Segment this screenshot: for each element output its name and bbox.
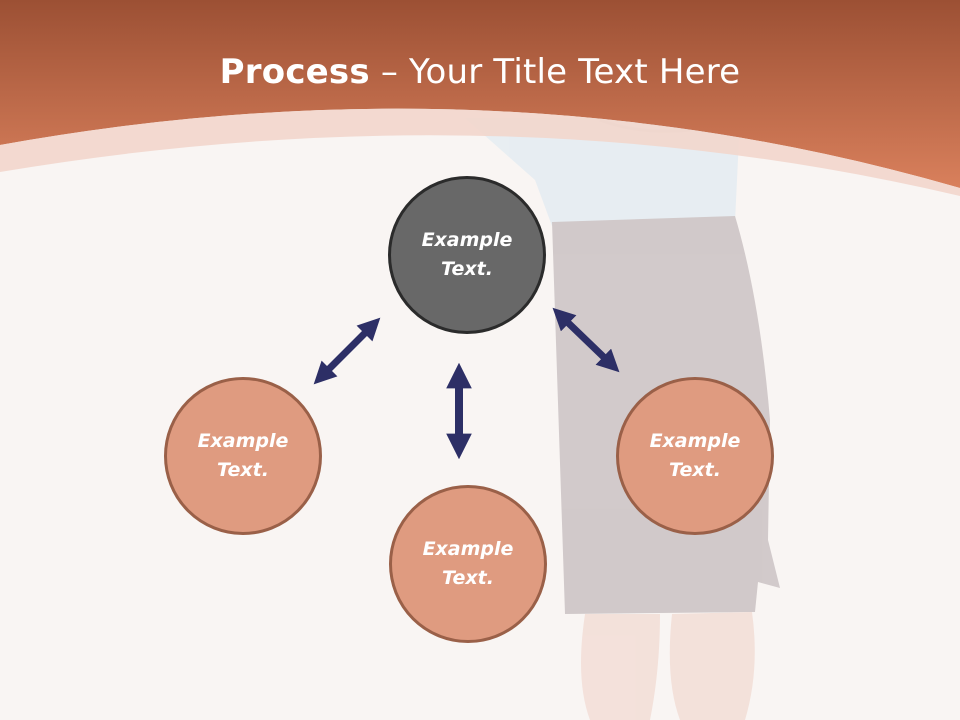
node-bottom-line2: Text. bbox=[442, 567, 494, 589]
node-bottom[interactable]: Example Text. bbox=[389, 485, 547, 643]
node-right-text: Example Text. bbox=[650, 427, 741, 485]
node-right-line1: Example bbox=[649, 430, 741, 452]
node-center-text: Example Text. bbox=[422, 226, 513, 284]
slide-title: Process – Your Title Text Here bbox=[0, 52, 960, 92]
node-right[interactable]: Example Text. bbox=[616, 377, 774, 535]
header-band bbox=[0, 0, 960, 188]
node-right-line2: Text. bbox=[669, 459, 721, 481]
node-bottom-line1: Example bbox=[422, 538, 514, 560]
node-center[interactable]: Example Text. bbox=[388, 176, 546, 334]
node-left-line2: Text. bbox=[217, 459, 269, 481]
node-left-text: Example Text. bbox=[198, 427, 289, 485]
node-bottom-text: Example Text. bbox=[423, 535, 514, 593]
node-center-line2: Text. bbox=[441, 258, 493, 280]
node-center-line1: Example bbox=[421, 229, 513, 251]
title-rest: Your Title Text Here bbox=[409, 52, 741, 92]
header-swoosh bbox=[0, 108, 960, 196]
title-bold: Process bbox=[219, 52, 370, 92]
node-left[interactable]: Example Text. bbox=[164, 377, 322, 535]
title-dash: – bbox=[369, 52, 410, 92]
node-left-line1: Example bbox=[197, 430, 289, 452]
